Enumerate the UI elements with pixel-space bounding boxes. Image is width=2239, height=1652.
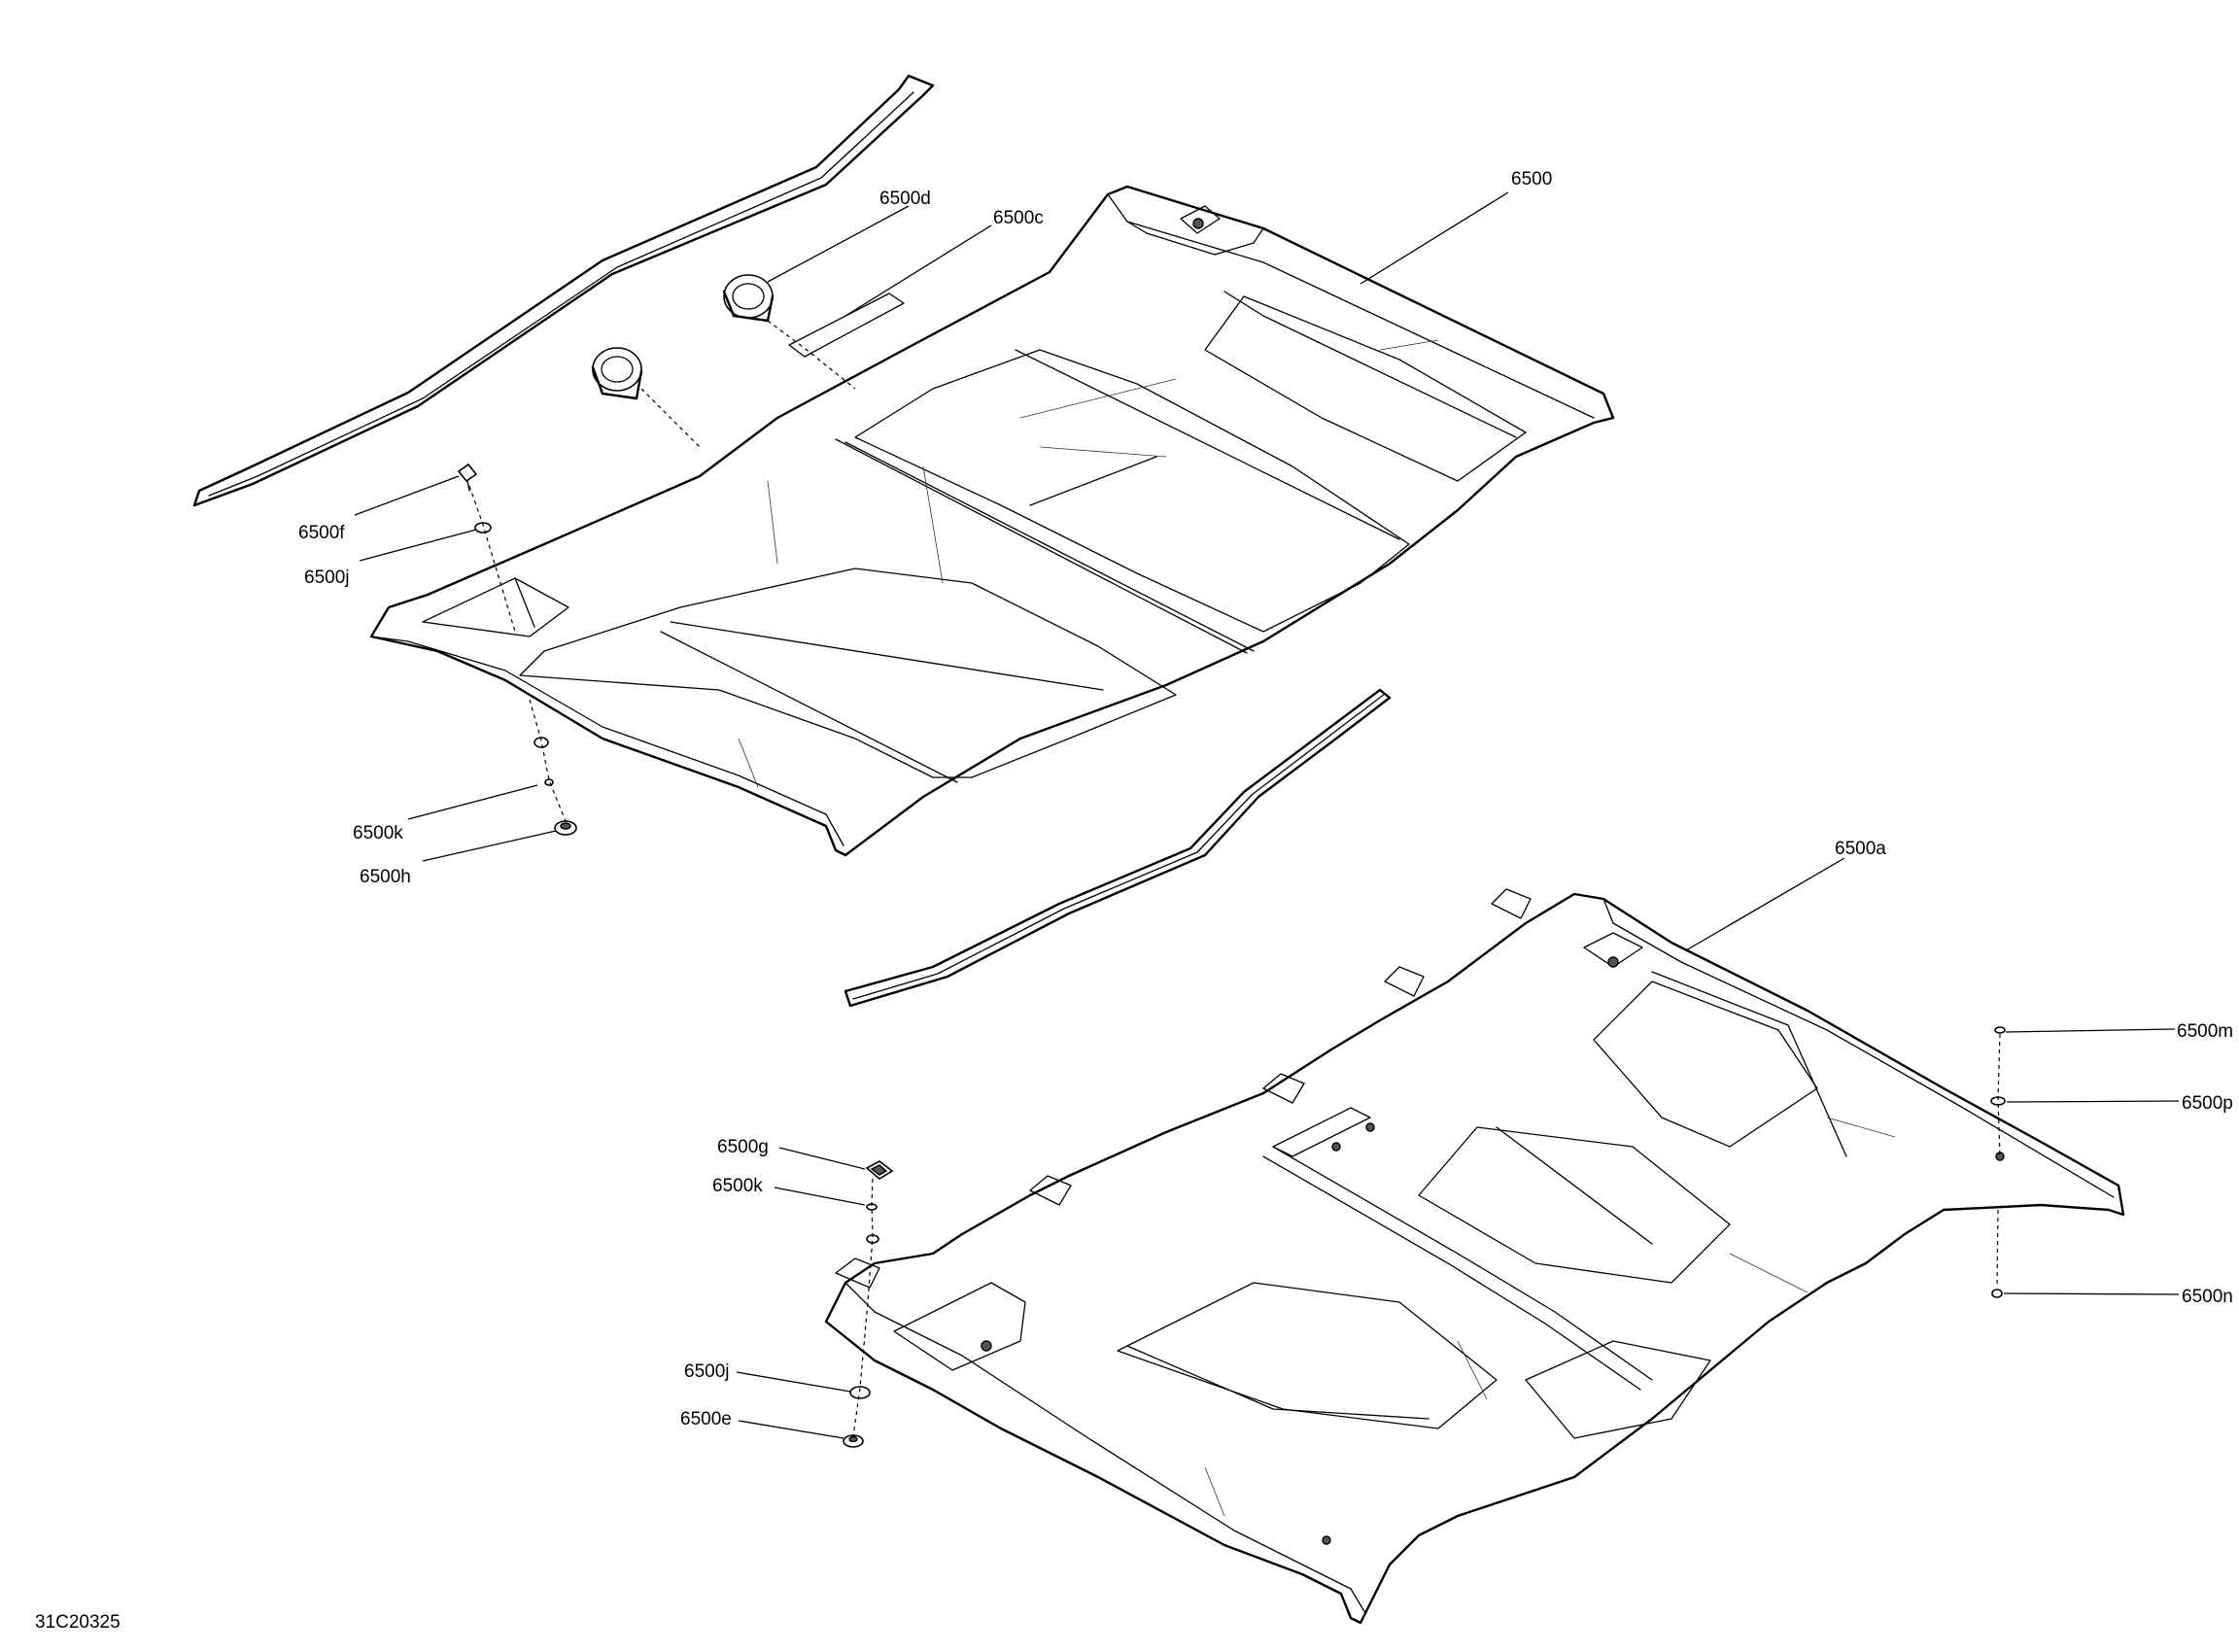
nut-6500e: [843, 1434, 864, 1448]
callout-6500f: 6500f: [298, 523, 345, 543]
callout-6500k-upper: 6500k: [353, 823, 403, 843]
strap-6500d-front: [591, 347, 643, 400]
callout-6500k-lower: 6500k: [712, 1176, 763, 1196]
leader-lines: [354, 191, 2180, 1439]
callout-6500m: 6500m: [2177, 1021, 2233, 1042]
lower-panel-6500a: [824, 888, 2125, 1625]
callout-6500p: 6500p: [2182, 1093, 2233, 1114]
callout-6500c: 6500c: [993, 208, 1044, 228]
callout-6500j-upper: 6500j: [304, 568, 350, 588]
callout-6500n: 6500n: [2182, 1287, 2233, 1307]
strap-6500d-rear: [722, 274, 775, 323]
fastener-6500f: [457, 463, 478, 492]
washer-6500j-lower: [849, 1386, 871, 1399]
clip-6500g: [865, 1160, 894, 1180]
callout-6500e: 6500e: [680, 1409, 732, 1429]
fastener-6500m: [1994, 1026, 2006, 1034]
nut-6500h: [554, 820, 577, 836]
callout-6500h: 6500h: [360, 867, 411, 887]
callout-6500g: 6500g: [717, 1137, 769, 1157]
washer-6500k-upper: [534, 737, 549, 748]
middle-weatherstrip: [844, 688, 1392, 1008]
nut-6500n: [1991, 1289, 2003, 1298]
callout-6500a: 6500a: [1835, 839, 1886, 859]
pin-6500k-upper: [544, 778, 554, 786]
callout-6500d: 6500d: [879, 189, 931, 209]
callout-6500j-lower: 6500j: [684, 1361, 730, 1382]
washer-6500j-upper: [474, 522, 492, 533]
roof-panel-6500: [369, 185, 1615, 857]
callout-6500: 6500: [1511, 169, 1552, 189]
upper-weatherstrip: [192, 74, 935, 507]
diagram-reference-number: 31C20325: [35, 1612, 121, 1633]
